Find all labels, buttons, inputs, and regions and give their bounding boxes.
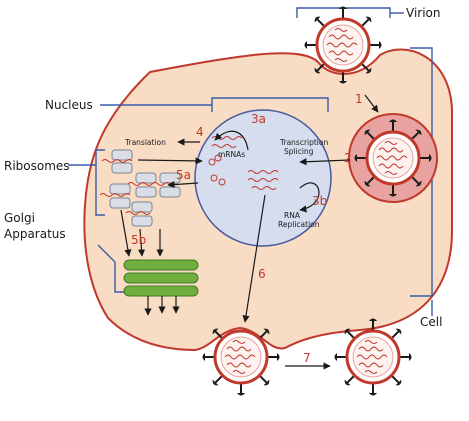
process-arrows xyxy=(120,94,379,370)
mrnas-label: mRNAs xyxy=(218,150,245,159)
released-virion xyxy=(333,317,413,397)
step-3b-label: 3b xyxy=(312,194,327,208)
ribosome-cluster xyxy=(109,149,181,227)
golgi-label-line1: Golgi xyxy=(4,211,35,225)
step-7-label: 7 xyxy=(303,351,311,365)
cell-label: Cell xyxy=(420,315,442,329)
entering-virion xyxy=(303,5,383,85)
step-4-label: 4 xyxy=(196,125,204,139)
transcription-label: Transcription xyxy=(279,138,328,147)
step-1-label: 1 xyxy=(355,92,363,106)
splicing-label: Splicing xyxy=(284,147,314,156)
step-5a-label: 5a xyxy=(176,168,191,182)
replication-label: Replication xyxy=(278,220,320,229)
step-6-label: 6 xyxy=(258,267,266,281)
endosome-virion xyxy=(348,113,438,203)
ribosomes-label: Ribosomes xyxy=(4,159,70,173)
golgi-apparatus xyxy=(123,259,199,297)
step-5b-label: 5b xyxy=(131,233,146,247)
step-3a-label: 3a xyxy=(251,112,266,126)
nucleus-label: Nucleus xyxy=(45,98,93,112)
translation-label: Translation xyxy=(124,138,166,147)
step-2-label: 2 xyxy=(344,151,352,165)
nucleus-contents xyxy=(208,136,279,190)
virion-label: Virion xyxy=(406,6,441,20)
golgi-label-line2: Apparatus xyxy=(4,227,66,241)
rna-label: RNA xyxy=(284,211,301,220)
